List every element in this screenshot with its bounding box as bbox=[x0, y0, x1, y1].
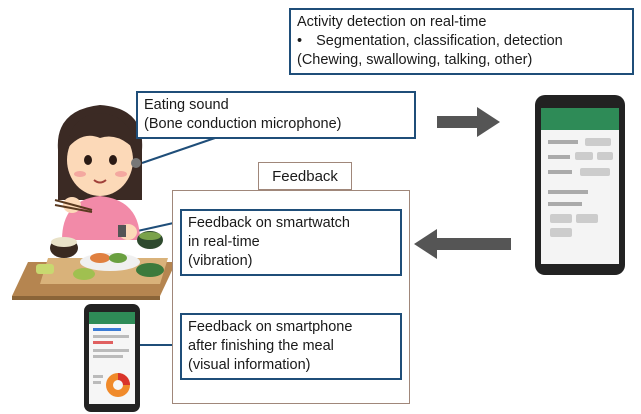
smartphone-feedback-mode: (visual information) bbox=[188, 357, 311, 373]
connector-ear bbox=[141, 137, 216, 164]
bullet-icon: • bbox=[297, 33, 303, 49]
smartphone-detection-icon bbox=[535, 95, 625, 275]
feedback-label-box: Feedback bbox=[258, 162, 352, 190]
smartphone-feedback-box: Feedback on smartphone after finishing t… bbox=[180, 313, 402, 380]
activity-detection-tasks: Segmentation, classification, detection bbox=[316, 33, 563, 49]
smartwatch-feedback-timing: in real-time bbox=[188, 234, 260, 250]
connector-watch bbox=[132, 221, 179, 233]
smartphone-feedback-title: Feedback on smartphone bbox=[188, 319, 353, 335]
activity-detection-title: Activity detection on real-time bbox=[297, 14, 487, 30]
smartphone-feedback-icon bbox=[84, 304, 140, 412]
activity-detection-bullet-line: • Segmentation, classification, detectio… bbox=[297, 32, 626, 51]
smartphone-feedback-timing: after finishing the meal bbox=[188, 338, 334, 354]
person-eating-illustration bbox=[54, 105, 143, 240]
arrow-left-icon bbox=[414, 229, 511, 259]
smartwatch-feedback-mode: (vibration) bbox=[188, 253, 253, 269]
eating-sound-box: Eating sound (Bone conduction microphone… bbox=[136, 91, 416, 139]
feedback-label: Feedback bbox=[272, 167, 338, 185]
activity-detection-classes: (Chewing, swallowing, talking, other) bbox=[297, 52, 533, 68]
arrow-right-icon bbox=[437, 107, 500, 137]
activity-detection-box: Activity detection on real-time • Segmen… bbox=[289, 8, 634, 75]
meal-table-illustration bbox=[12, 231, 176, 300]
eating-sound-sensor: (Bone conduction microphone) bbox=[144, 116, 342, 132]
smartwatch-feedback-title: Feedback on smartwatch bbox=[188, 215, 350, 231]
smartwatch-feedback-box: Feedback on smartwatch in real-time (vib… bbox=[180, 209, 402, 276]
eating-sound-title: Eating sound bbox=[144, 97, 229, 113]
